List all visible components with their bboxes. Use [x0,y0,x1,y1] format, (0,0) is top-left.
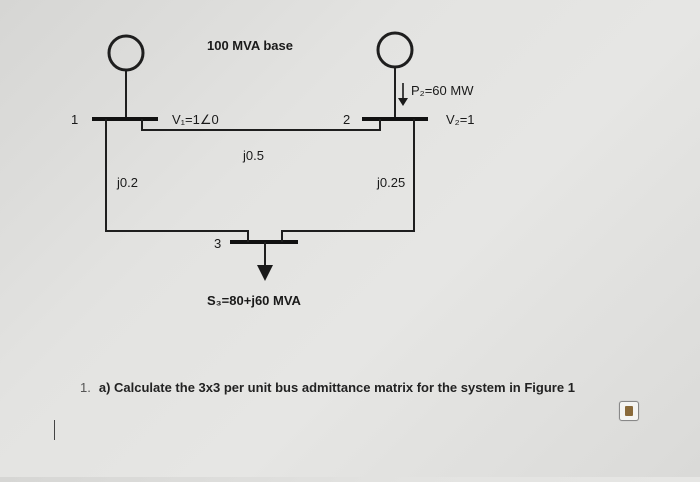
bus-1-number: 1 [71,112,78,127]
document-icon[interactable] [619,401,639,421]
question-line: 1. a) Calculate the 3x3 per unit bus admi… [80,380,575,395]
question-text: a) Calculate the 3x3 per unit bus admitt… [98,380,575,395]
line-2-3 [281,119,415,242]
arrow-down-icon [398,98,408,106]
line-1-2-impedance: j0.5 [242,148,264,163]
document-icon-glyph [625,406,633,416]
bus-3-load: S₃=80+j60 MVA [207,293,302,308]
bus-2-voltage: V₂=1 [446,112,475,127]
generator-1 [107,34,145,118]
base-label: 100 MVA base [207,38,293,53]
load-3 [257,242,273,281]
generator-2-icon [376,31,414,69]
line-2-3-impedance: j0.25 [376,175,405,190]
question-number: 1. [80,380,91,395]
bus-2-power: P₂=60 MW [411,83,474,98]
line-1-2 [141,119,381,131]
text-caret [54,420,55,440]
generator-2 [376,31,414,118]
line-1-3 [105,119,249,242]
arrow-down-icon [257,265,273,281]
bus-3-number: 3 [214,236,221,251]
line-1-3-impedance: j0.2 [116,175,138,190]
bus-2-power-arrow [398,83,408,106]
generator-1-icon [107,34,145,72]
bus-2-number: 2 [343,112,350,127]
bus-1-voltage: V₁=1∠0 [172,112,219,127]
